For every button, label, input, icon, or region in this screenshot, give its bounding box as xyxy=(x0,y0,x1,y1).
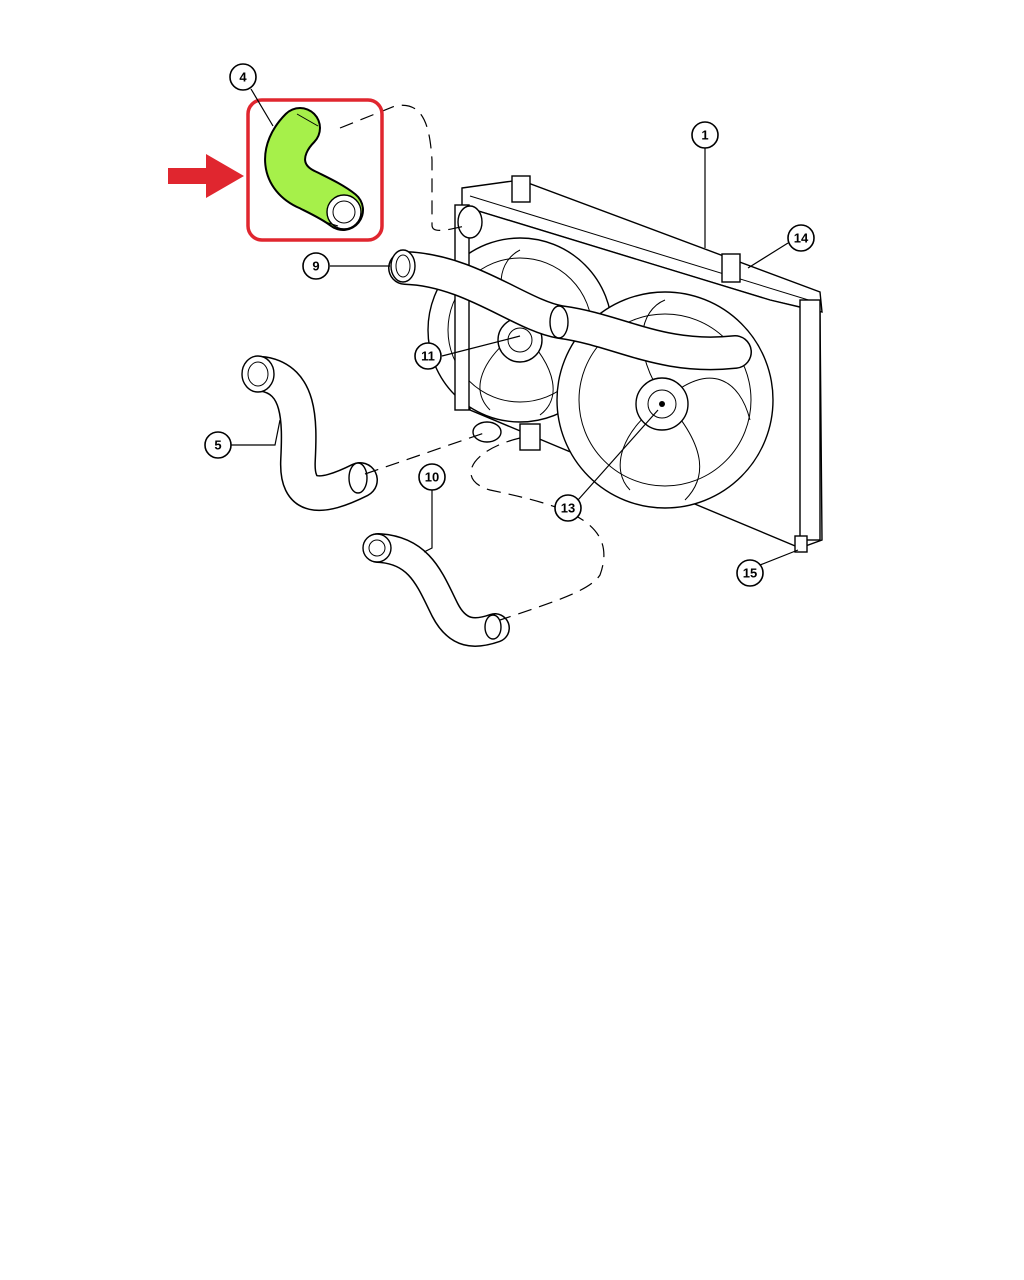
hose-11 xyxy=(388,249,752,371)
svg-text:5: 5 xyxy=(214,438,221,453)
callout-10: 10 xyxy=(418,463,446,491)
svg-text:1: 1 xyxy=(701,128,708,143)
svg-text:11: 11 xyxy=(421,349,435,364)
callout-9: 9 xyxy=(302,252,330,280)
callout-1: 1 xyxy=(691,121,719,149)
svg-text:9: 9 xyxy=(312,259,319,274)
radiator-assembly xyxy=(427,175,823,553)
leader-lines xyxy=(231,88,799,566)
highlight-frame xyxy=(246,98,384,242)
svg-text:13: 13 xyxy=(561,501,575,516)
callout-14: 14 xyxy=(787,224,815,252)
callout-4: 4 xyxy=(229,63,257,91)
highlighted-hose-4 xyxy=(264,107,364,231)
callout-15: 15 xyxy=(736,559,764,587)
hose-10 xyxy=(362,533,510,647)
callout-5: 5 xyxy=(204,431,232,459)
hose-5 xyxy=(241,355,378,511)
svg-text:15: 15 xyxy=(743,566,757,581)
callout-11: 11 xyxy=(414,342,442,370)
svg-text:4: 4 xyxy=(239,70,247,85)
svg-text:10: 10 xyxy=(425,470,439,485)
callout-13: 13 xyxy=(554,494,582,522)
svg-text:14: 14 xyxy=(794,231,809,246)
pointer-arrow xyxy=(168,154,244,198)
